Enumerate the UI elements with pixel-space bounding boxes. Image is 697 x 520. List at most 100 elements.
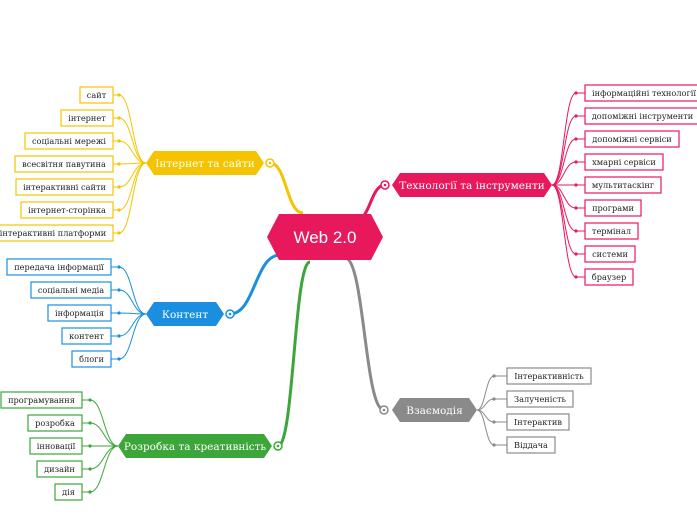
leaf-junction-dot [492, 397, 496, 401]
leaf-node[interactable]: інтерактивні платформи [0, 224, 114, 242]
leaf-label: соціальні медіа [38, 285, 104, 295]
leaf-box [0, 391, 83, 409]
leaf-box [584, 268, 634, 286]
leaf-junction-dot [88, 490, 92, 494]
leaf-connector [89, 445, 119, 493]
leaf-box [24, 132, 114, 150]
leaf-junction-dot [117, 265, 121, 269]
collapse-toggle-dot [276, 444, 280, 448]
leaf-node[interactable]: системи [584, 245, 636, 263]
leaf-label: сайт [87, 90, 107, 100]
leaf-label: допоміжні сервіси [592, 134, 672, 144]
branch-label: Контент [162, 309, 208, 321]
leaf-node[interactable]: інформація [47, 304, 112, 322]
leaf-label: системи [592, 249, 628, 259]
leaf-junction-dot [117, 208, 121, 212]
leaf-node[interactable]: Інтерактив [506, 413, 570, 431]
leaf-node[interactable]: контент [61, 327, 112, 345]
leaf-junction-dot [574, 275, 578, 279]
branch-node-tech[interactable]: Технології та інструменти [392, 173, 552, 197]
leaf-node[interactable]: допоміжні сервіси [584, 130, 680, 148]
leaf-box [61, 327, 112, 345]
leaf-box [6, 258, 112, 276]
leaf-node[interactable]: програми [584, 199, 642, 217]
connector-lines [82, 91, 585, 494]
collapse-toggle-dot [383, 183, 387, 187]
leaf-node[interactable]: програмування [0, 391, 83, 409]
leaf-junction-dot [117, 185, 121, 189]
leaf-box [584, 130, 680, 148]
leaf-node[interactable]: Віддача [506, 436, 556, 454]
leaf-box [79, 86, 114, 104]
leaf-box [584, 222, 639, 240]
leaf-junction-dot [117, 93, 121, 97]
leaf-connector [551, 161, 577, 186]
connector-dev [276, 260, 312, 448]
leaf-connector [551, 92, 577, 186]
leaf-node[interactable]: хмарні сервіси [584, 153, 664, 171]
leaf-label: інтернет [68, 113, 106, 123]
leaf-box [60, 109, 114, 127]
leaf-connector [551, 115, 577, 186]
leaf-node[interactable]: інновації [29, 437, 83, 455]
leaf-node[interactable]: Залученість [506, 390, 574, 408]
leaf-junction-dot [574, 252, 578, 256]
leaf-node[interactable]: інтернет-сторінка [20, 201, 114, 219]
leaf-node[interactable]: інформаційні технології [584, 84, 697, 102]
leaf-node[interactable]: розробка [27, 414, 83, 432]
branch-interaction: ІнтерактивністьЗалученістьІнтерактивВідд… [379, 367, 592, 454]
leaf-box [47, 304, 112, 322]
leaf-node[interactable]: мультитаскінг [584, 176, 662, 194]
leaf-box [584, 153, 664, 171]
branch-tech: інформаційні технології допоміжні інструм… [380, 84, 697, 286]
leaf-node[interactable]: всесвітня павутина [14, 155, 114, 173]
branch-node-content[interactable]: Контент [146, 302, 224, 326]
leaf-label: Залученість [514, 394, 566, 404]
center-label: Web 2.0 [293, 228, 356, 247]
leaf-node[interactable]: термінал [584, 222, 639, 240]
leaf-connector [476, 409, 495, 446]
leaf-junction-dot [88, 444, 92, 448]
leaf-connector [89, 445, 119, 470]
leaf-node[interactable]: інтернет [60, 109, 114, 127]
leaf-junction-dot [574, 160, 578, 164]
leaf-connector [551, 184, 577, 232]
branch-node-interaction[interactable]: Взаємодія [392, 398, 477, 422]
leaf-node[interactable]: блоги [71, 350, 112, 368]
leaf-box [30, 281, 112, 299]
leaf-connector [551, 184, 577, 278]
leaf-node[interactable]: дизайн [36, 460, 83, 478]
leaf-label: програми [592, 203, 634, 213]
leaf-connector [89, 422, 119, 447]
branch-shape [392, 173, 552, 197]
leaf-junction-dot [88, 421, 92, 425]
leaf-connector [118, 313, 147, 337]
leaf-node[interactable]: соціальні мережі [24, 132, 114, 150]
leaf-box [584, 176, 662, 194]
leaf-connector [118, 140, 147, 164]
leaf-connector [118, 289, 147, 315]
leaf-box [54, 483, 83, 501]
leaf-box [14, 155, 114, 173]
leaf-label: хмарні сервіси [592, 157, 656, 167]
leaf-junction-dot [117, 139, 121, 143]
mind-map-nodes: сайт інтернет соціальні мережі всесвітня па… [0, 84, 697, 501]
leaf-node[interactable]: соціальні медіа [30, 281, 112, 299]
leaf-node[interactable]: допоміжні інструменти [584, 107, 697, 125]
branch-node-internet[interactable]: Інтернет та сайти [146, 151, 264, 175]
center-node[interactable]: Web 2.0 [267, 214, 383, 260]
leaf-node[interactable]: дія [54, 483, 83, 501]
leaf-junction-dot [117, 357, 121, 361]
leaf-label: Віддача [514, 440, 548, 450]
leaf-node[interactable]: передача інформації [6, 258, 112, 276]
leaf-node[interactable]: сайт [79, 86, 114, 104]
leaf-connector [476, 398, 495, 411]
leaf-node[interactable]: інтерактивні сайти [15, 178, 114, 196]
branch-node-dev[interactable]: Розробка та креативність [118, 434, 272, 458]
leaf-label: інтерактивні сайти [23, 182, 106, 192]
leaf-box [506, 436, 556, 454]
leaf-label: передача інформації [14, 262, 104, 272]
leaf-node[interactable]: браузер [584, 268, 634, 286]
leaf-junction-dot [117, 162, 121, 166]
leaf-node[interactable]: Інтерактивність [506, 367, 592, 385]
